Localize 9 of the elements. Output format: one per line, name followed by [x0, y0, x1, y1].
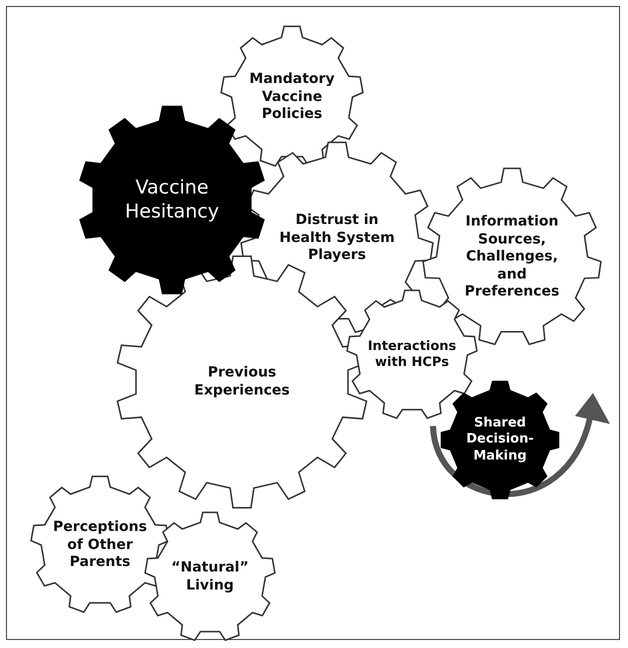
gear-label: Distrust in Health System Players	[278, 212, 396, 264]
gear-label: Vaccine Hesitancy	[124, 176, 220, 224]
gear-label: Previous Experiences	[193, 364, 291, 400]
gear-label: “Natural” Living	[170, 560, 250, 594]
gear-label: Interactions with HCPs	[366, 338, 458, 372]
gear-label: Perceptions of Other Parents	[52, 518, 148, 572]
gear-label: Mandatory Vaccine Policies	[248, 70, 336, 124]
gear-label: Shared Decision-Making	[465, 416, 535, 464]
gear-label: Information Sources, Challenges, and Preferences	[464, 213, 560, 301]
